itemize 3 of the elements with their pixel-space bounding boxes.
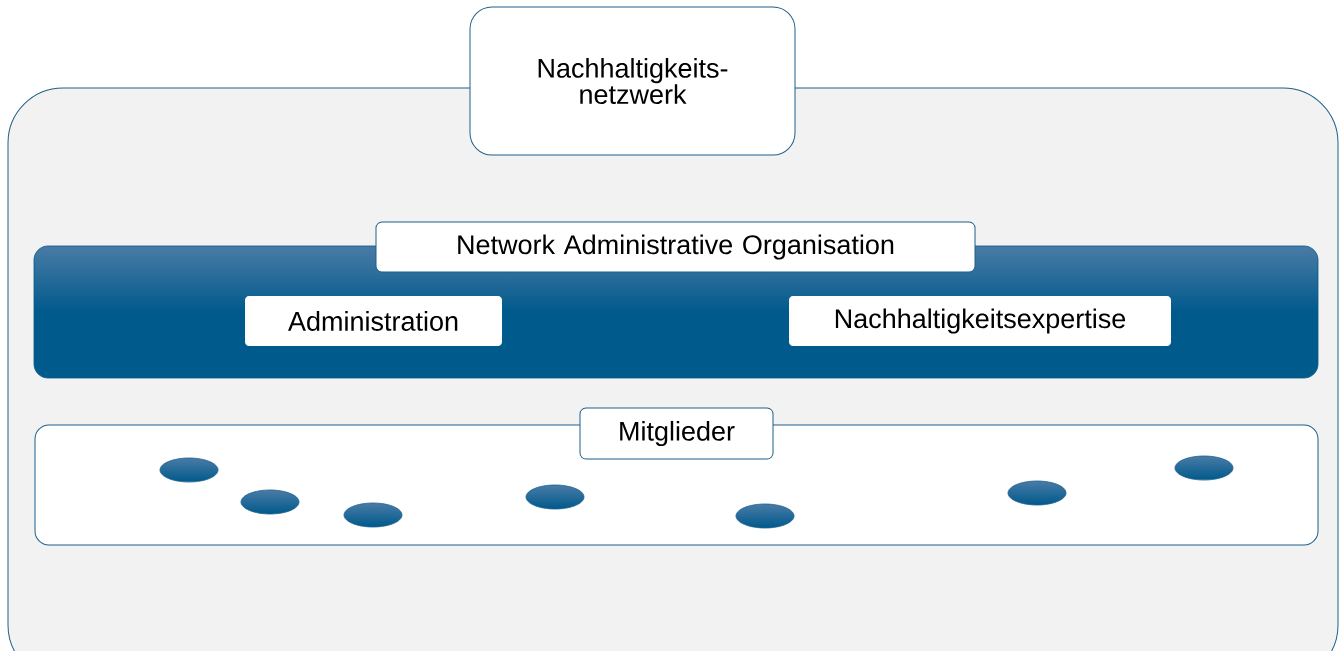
label-box: Nachhaltigkeitsexpertise <box>789 296 1171 346</box>
label-box: Administration <box>245 296 502 346</box>
members-panel: Mitglieder <box>34 407 1319 546</box>
